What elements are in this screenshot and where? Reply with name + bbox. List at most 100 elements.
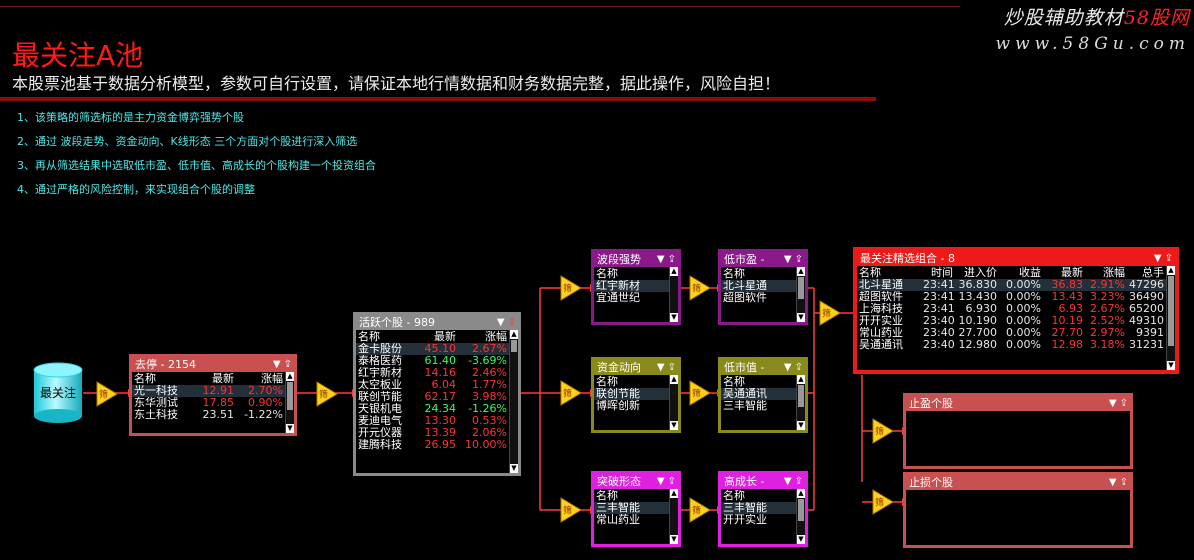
panel-take-profit[interactable]: 止盈个股▼⇪ bbox=[903, 393, 1133, 469]
scroll-down-icon[interactable]: ▼ bbox=[286, 424, 294, 433]
dropdown-icon[interactable]: ▼ bbox=[496, 317, 505, 328]
panel-header[interactable]: 去停 - 2154 ▼⇪ bbox=[132, 357, 294, 372]
panel-low-market-cap[interactable]: 低市值 -▼⇪ 名称吴通通讯三丰智能 ▲▼ bbox=[718, 357, 808, 433]
scrollbar[interactable]: ▲▼ bbox=[669, 375, 678, 430]
panel-header[interactable]: 波段强势▼⇪ bbox=[594, 252, 678, 267]
panel-header[interactable]: 止损个股▼⇪ bbox=[906, 475, 1130, 490]
panel-fund-flow[interactable]: 资金动向▼⇪ 名称联创节能博晖创新 ▲▼ bbox=[591, 357, 681, 433]
scroll-up-icon[interactable]: ▲ bbox=[1167, 266, 1175, 275]
panel-breakout-pattern[interactable]: 突破形态▼⇪ 名称三丰智能常山药业 ▲▼ bbox=[591, 471, 681, 547]
scrollbar[interactable]: ▲▼ bbox=[669, 267, 678, 322]
filter-icon[interactable]: 筛 bbox=[689, 380, 711, 406]
scroll-down-icon[interactable]: ▼ bbox=[797, 535, 805, 544]
list-item[interactable]: 博晖创新 bbox=[594, 400, 669, 412]
panel-header[interactable]: 低市盈 -▼⇪ bbox=[721, 252, 805, 267]
pin-icon[interactable]: ⇪ bbox=[283, 359, 292, 370]
scroll-thumb[interactable] bbox=[1168, 276, 1174, 346]
list-item[interactable]: 开开实业 bbox=[721, 514, 796, 526]
scroll-thumb[interactable] bbox=[287, 382, 293, 410]
scroll-down-icon[interactable]: ▼ bbox=[797, 313, 805, 322]
column-header[interactable]: 名称 bbox=[594, 489, 669, 502]
scrollbar[interactable]: ▲▼ bbox=[509, 330, 518, 473]
column-header[interactable]: 名称 bbox=[594, 267, 669, 280]
pin-icon[interactable]: ⇪ bbox=[1119, 477, 1128, 488]
pin-icon[interactable]: ⇪ bbox=[794, 476, 803, 487]
scroll-thumb[interactable] bbox=[798, 277, 804, 299]
list-item[interactable]: 联创节能 bbox=[594, 388, 669, 400]
pin-icon[interactable]: ⇪ bbox=[1119, 398, 1128, 409]
column-header[interactable]: 收益 bbox=[999, 266, 1043, 279]
pin-icon[interactable]: ⇪ bbox=[794, 362, 803, 373]
dropdown-icon[interactable]: ▼ bbox=[656, 362, 665, 373]
panel-header[interactable]: 最关注精选组合 - 8 ▼⇪ bbox=[857, 251, 1175, 266]
scroll-down-icon[interactable]: ▼ bbox=[670, 421, 678, 430]
pin-icon[interactable]: ⇪ bbox=[507, 317, 516, 328]
scroll-down-icon[interactable]: ▼ bbox=[510, 464, 518, 473]
column-header[interactable]: 名称 bbox=[721, 489, 796, 502]
pin-icon[interactable]: ⇪ bbox=[667, 254, 676, 265]
scrollbar[interactable]: ▲▼ bbox=[796, 489, 805, 544]
dropdown-icon[interactable]: ▼ bbox=[783, 476, 792, 487]
panel-header[interactable]: 止盈个股▼⇪ bbox=[906, 396, 1130, 411]
scroll-up-icon[interactable]: ▲ bbox=[670, 489, 678, 498]
column-header[interactable]: 最新 bbox=[418, 330, 458, 343]
filter-icon[interactable]: 筛 bbox=[316, 381, 338, 407]
scrollbar[interactable]: ▲▼ bbox=[796, 267, 805, 322]
panel-header[interactable]: 低市值 -▼⇪ bbox=[721, 360, 805, 375]
filter-icon[interactable]: 筛 bbox=[689, 275, 711, 301]
dropdown-icon[interactable]: ▼ bbox=[783, 362, 792, 373]
column-header[interactable]: 进入价 bbox=[955, 266, 999, 279]
scroll-up-icon[interactable]: ▲ bbox=[797, 375, 805, 384]
panel-stop-loss[interactable]: 止损个股▼⇪ bbox=[903, 472, 1133, 548]
scroll-down-icon[interactable]: ▼ bbox=[670, 313, 678, 322]
scroll-up-icon[interactable]: ▲ bbox=[670, 375, 678, 384]
scroll-up-icon[interactable]: ▲ bbox=[797, 267, 805, 276]
column-header[interactable]: 最新 bbox=[1043, 266, 1085, 279]
dropdown-icon[interactable]: ▼ bbox=[783, 254, 792, 265]
column-header[interactable]: 涨幅 bbox=[1085, 266, 1127, 279]
dropdown-icon[interactable]: ▼ bbox=[1108, 398, 1117, 409]
list-item[interactable]: 三丰智能 bbox=[721, 502, 796, 514]
scrollbar[interactable]: ▲▼ bbox=[796, 375, 805, 430]
dropdown-icon[interactable]: ▼ bbox=[1153, 253, 1162, 264]
dropdown-icon[interactable]: ▼ bbox=[656, 476, 665, 487]
list-item[interactable]: 超图软件 bbox=[721, 292, 796, 304]
database-icon[interactable]: 最关注 bbox=[33, 362, 83, 424]
column-header[interactable]: 名称 bbox=[132, 372, 194, 385]
column-header[interactable]: 名称 bbox=[356, 330, 418, 343]
list-item[interactable]: 北斗星通 bbox=[721, 280, 796, 292]
list-item[interactable]: 三丰智能 bbox=[721, 400, 796, 412]
scrollbar[interactable]: ▲▼ bbox=[669, 489, 678, 544]
pin-icon[interactable]: ⇪ bbox=[794, 254, 803, 265]
column-header[interactable]: 涨幅 bbox=[458, 330, 509, 343]
pin-icon[interactable]: ⇪ bbox=[1164, 253, 1173, 264]
scroll-thumb[interactable] bbox=[798, 499, 804, 521]
pin-icon[interactable]: ⇪ bbox=[667, 362, 676, 373]
column-header[interactable]: 名称 bbox=[594, 375, 669, 388]
scrollbar[interactable]: ▲▼ bbox=[285, 372, 294, 433]
panel-header[interactable]: 资金动向▼⇪ bbox=[594, 360, 678, 375]
column-header[interactable]: 时间 bbox=[921, 266, 955, 279]
scrollbar[interactable]: ▲▼ bbox=[1166, 266, 1175, 370]
scroll-thumb[interactable] bbox=[511, 340, 517, 352]
filter-icon[interactable]: 筛 bbox=[872, 489, 894, 515]
scroll-up-icon[interactable]: ▲ bbox=[510, 330, 518, 339]
panel-low-pe[interactable]: 低市盈 -▼⇪ 名称北斗星通超图软件 ▲▼ bbox=[718, 249, 808, 325]
dropdown-icon[interactable]: ▼ bbox=[656, 254, 665, 265]
scroll-down-icon[interactable]: ▼ bbox=[670, 535, 678, 544]
filter-icon[interactable]: 筛 bbox=[560, 497, 582, 523]
